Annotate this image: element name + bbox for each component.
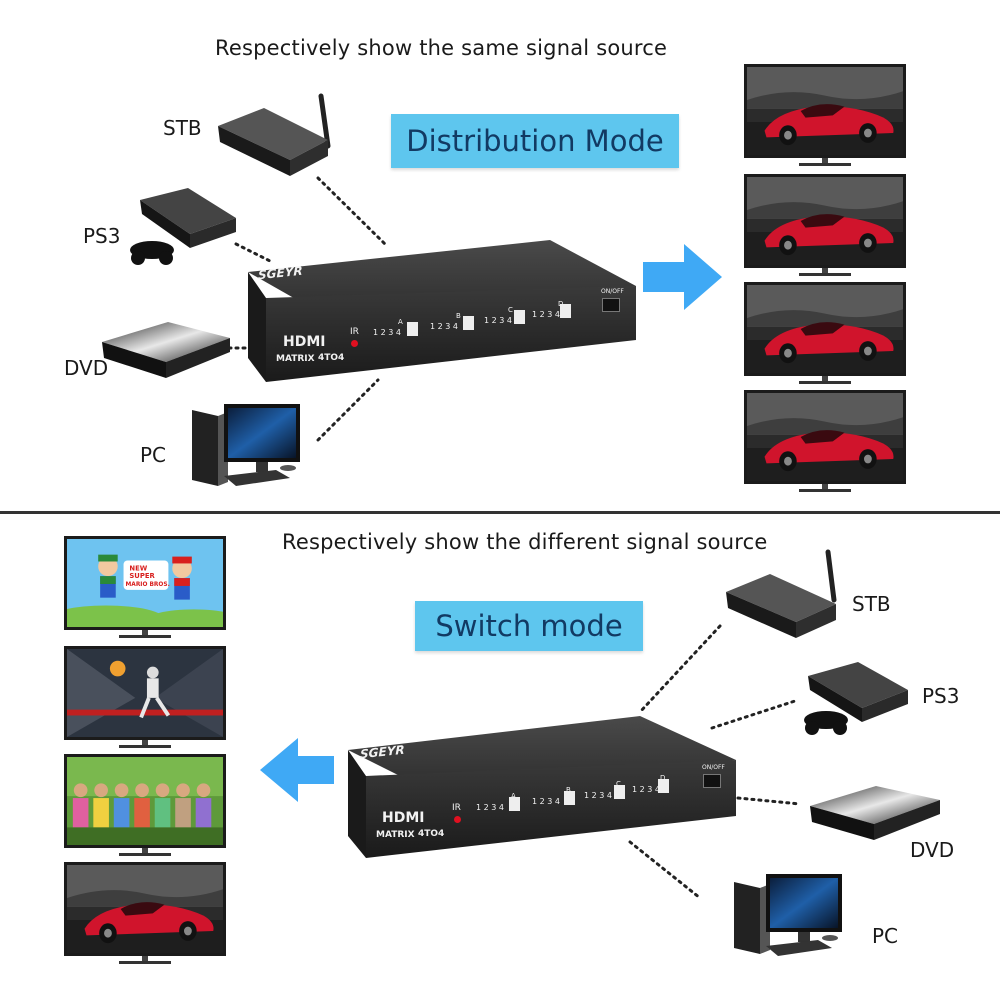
bottom-group-a-key: A: [511, 792, 516, 800]
bottom-tv-4-screen: [64, 862, 226, 956]
top-source-label-ps3: PS3: [83, 224, 121, 248]
bottom-source-label-pc: PC: [872, 924, 899, 948]
bottom-hdmi-matrix-device: [348, 716, 736, 858]
bottom-tv-1-screen: NEW SUPER MARIO BROS.: [64, 536, 226, 630]
bottom-select-button-d[interactable]: [658, 779, 669, 793]
bottom-dvd-player-icon: [810, 786, 940, 840]
right-arrow-icon: [643, 244, 722, 310]
top-select-button-d[interactable]: [560, 304, 571, 318]
top-select-button-b[interactable]: [463, 316, 474, 330]
top-dvd-player-icon: [102, 322, 230, 378]
top-tv-3-screen: [744, 282, 906, 376]
top-pc-computer-icon: [192, 404, 300, 486]
top-device-model: 4TO4: [318, 353, 345, 363]
bottom-group-b-numbers: 1 2 3 4: [532, 797, 560, 806]
top-tv-4-screen: [744, 390, 906, 484]
svg-text:SUPER: SUPER: [129, 572, 155, 580]
bottom-select-button-b[interactable]: [564, 791, 575, 805]
top-group-c-numbers: 1 2 3 4: [484, 316, 512, 325]
top-device-ir-label: IR: [350, 327, 359, 337]
bottom-tv-2-screen: [64, 646, 226, 740]
bottom-pc-computer-icon: [734, 874, 842, 956]
left-arrow-icon: [260, 738, 334, 802]
bottom-device-ir-label: IR: [452, 803, 461, 813]
bottom-group-d-key: D: [660, 774, 666, 782]
bottom-ir-indicator-icon: [454, 816, 461, 823]
switch-mode-badge: Switch mode: [415, 601, 643, 651]
bottom-group-a-numbers: 1 2 3 4: [476, 803, 504, 812]
bottom-source-label-dvd: DVD: [910, 838, 955, 862]
bottom-group-c-key: C: [616, 780, 621, 788]
top-source-label-dvd: DVD: [64, 356, 109, 380]
bottom-select-button-a[interactable]: [509, 797, 520, 811]
svg-text:MARIO BROS.: MARIO BROS.: [126, 582, 170, 588]
top-source-label-stb: STB: [163, 116, 202, 140]
top-source-label-pc: PC: [140, 443, 167, 467]
top-power-switch[interactable]: [602, 298, 620, 312]
switch-heading: Respectively show the different signal s…: [282, 530, 768, 554]
top-group-a-numbers: 1 2 3 4: [373, 328, 401, 337]
bottom-source-label-stb: STB: [852, 592, 891, 616]
top-tv-1-screen: [744, 64, 906, 158]
bottom-power-switch[interactable]: [703, 774, 721, 788]
top-ir-indicator-icon: [351, 340, 358, 347]
bottom-ps3-console-icon: [804, 662, 908, 735]
bottom-group-c-numbers: 1 2 3 4: [584, 791, 612, 800]
bottom-select-button-c[interactable]: [614, 785, 625, 799]
section-divider: [0, 511, 1000, 514]
bottom-stb-device-icon: [726, 549, 837, 638]
distribution-heading: Respectively show the same signal source: [215, 36, 668, 60]
bottom-device-model: 4TO4: [418, 829, 445, 839]
top-hdmi-matrix-device: [248, 240, 636, 382]
top-tv-2-screen: [744, 174, 906, 268]
top-device-power-label: ON/OFF: [601, 288, 624, 295]
bottom-source-label-ps3: PS3: [922, 684, 960, 708]
top-group-b-key: B: [456, 312, 461, 320]
top-device-matrix-label: MATRIX: [276, 354, 315, 364]
bottom-group-b-key: B: [566, 786, 571, 794]
top-stb-device-icon: [218, 93, 331, 176]
bottom-device-hdmi-logo: HDMI: [382, 810, 425, 826]
top-select-button-c[interactable]: [514, 310, 525, 324]
top-ps3-console-icon: [130, 188, 236, 265]
top-group-d-numbers: 1 2 3 4: [532, 310, 560, 319]
top-group-c-key: C: [508, 306, 513, 314]
distribution-mode-badge: Distribution Mode: [391, 114, 679, 168]
bottom-device-power-label: ON/OFF: [702, 764, 725, 771]
bottom-group-d-numbers: 1 2 3 4: [632, 785, 660, 794]
top-select-button-a[interactable]: [407, 322, 418, 336]
bottom-connectors: [628, 624, 802, 900]
bottom-device-matrix-label: MATRIX: [376, 830, 415, 840]
top-group-b-numbers: 1 2 3 4: [430, 322, 458, 331]
top-group-a-key: A: [398, 318, 403, 326]
top-device-hdmi-logo: HDMI: [283, 334, 326, 350]
svg-text:NEW: NEW: [129, 564, 147, 572]
bottom-tv-3-screen: [64, 754, 226, 848]
